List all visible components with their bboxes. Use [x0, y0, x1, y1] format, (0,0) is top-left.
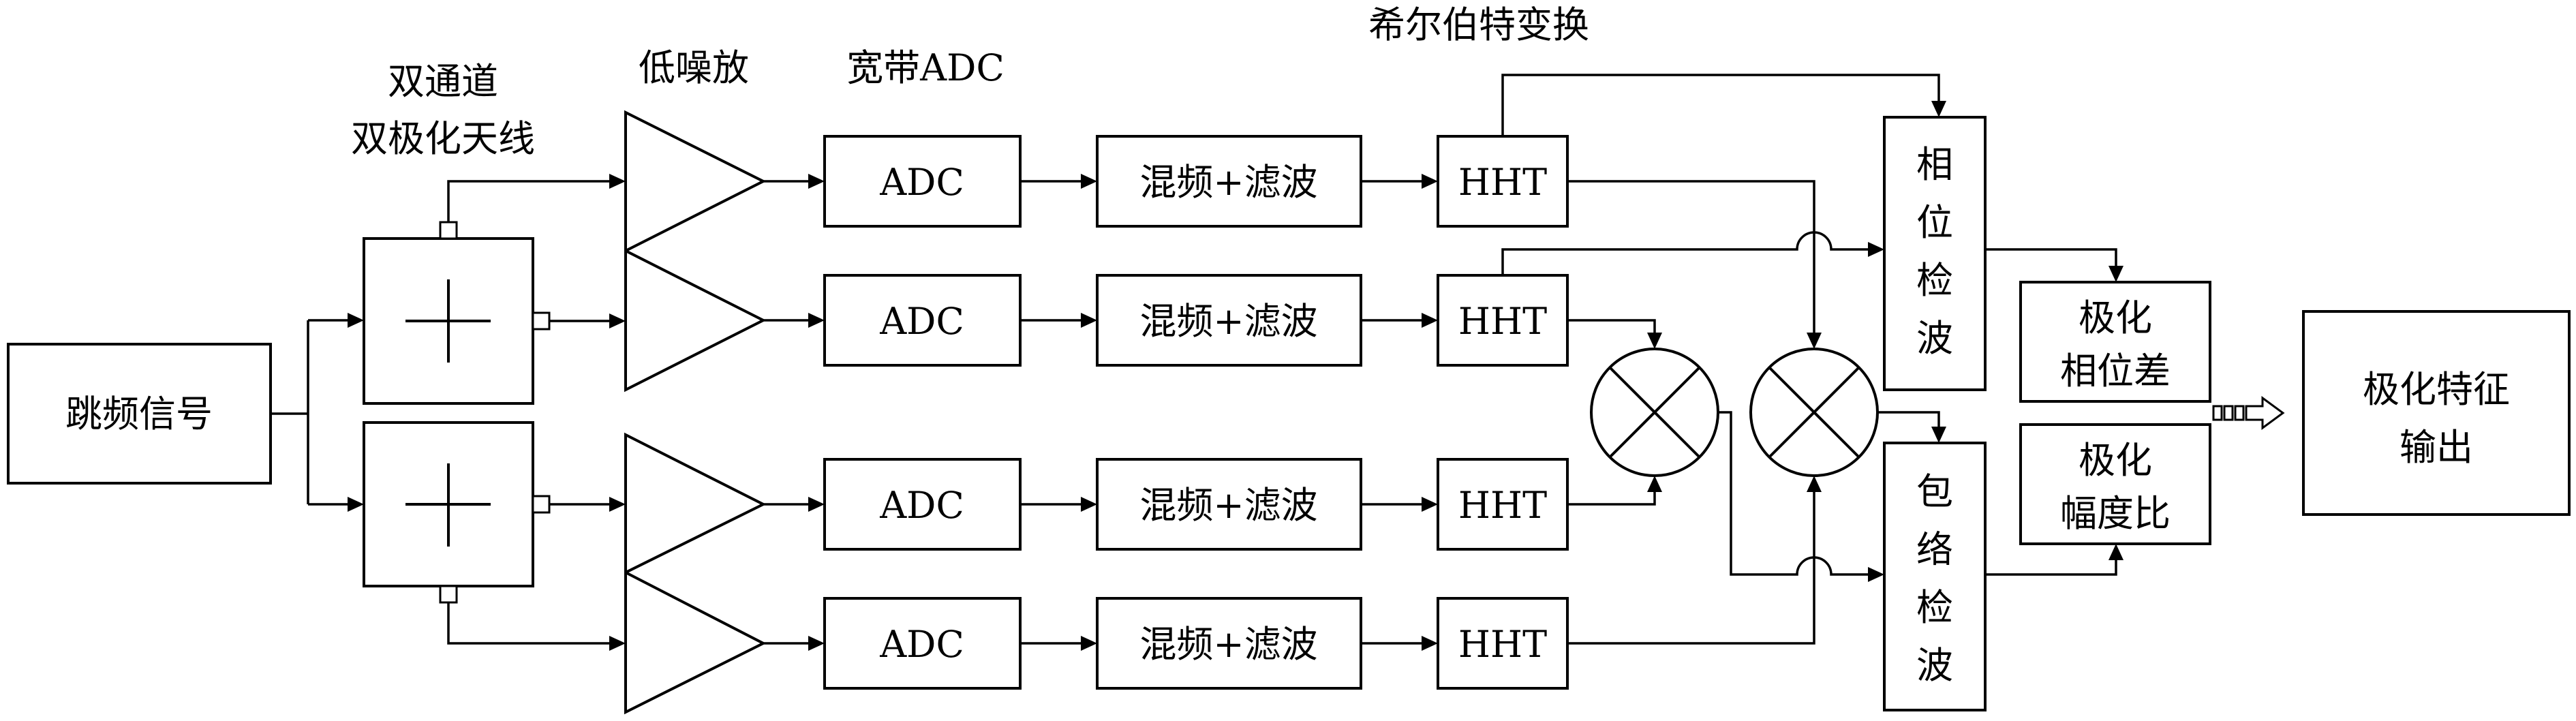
mix-filter-3: 混频+滤波: [1096, 458, 1362, 551]
phase-diff-line2: 相位差: [2060, 350, 2171, 393]
adc-2-label: ADC: [879, 300, 964, 343]
mix-filter-3-label: 混频+滤波: [1139, 484, 1317, 527]
multiplier-1: [1590, 348, 1719, 477]
envelope-detect-char-2: 络: [1916, 528, 1953, 571]
lna-3: [624, 432, 767, 575]
phase-detect-char-1: 相: [1916, 143, 1953, 186]
envelope-detect-char-3: 检: [1916, 586, 1953, 629]
envelope-detect-char-4: 波: [1916, 644, 1953, 687]
adc-1: ADC: [823, 135, 1022, 228]
mix-filter-1-label: 混频+滤波: [1139, 161, 1317, 204]
adc-4: ADC: [823, 597, 1022, 690]
phase-detector: 相 位 检 波: [1883, 116, 1987, 391]
lna-4: [624, 570, 767, 715]
phase-detect-char-2: 位: [1916, 201, 1953, 244]
phase-diff-line1: 极化: [2079, 296, 2152, 339]
output-line1: 极化特征: [2363, 368, 2510, 411]
adc-1-label: ADC: [879, 161, 964, 204]
lna-1: [624, 110, 767, 254]
multiplier-2: [1749, 348, 1879, 477]
envelope-detector: 包 络 检 波: [1883, 442, 1987, 711]
output-line2: 输出: [2399, 426, 2473, 469]
bus-arrow: [2212, 396, 2285, 430]
adc-4-label: ADC: [879, 623, 964, 666]
adc-3-label: ADC: [879, 484, 964, 527]
feature-output-block: 极化特征 输出: [2302, 310, 2571, 516]
hopping-signal-label: 跳频信号: [65, 393, 213, 435]
amp-ratio-line1: 极化: [2079, 439, 2152, 482]
envelope-detect-char-1: 包: [1916, 470, 1953, 513]
polarization-amp-ratio-block: 极化 幅度比: [2019, 423, 2211, 545]
adc-title: 宽带ADC: [846, 46, 1005, 89]
amp-ratio-line2: 幅度比: [2060, 492, 2171, 535]
hht-title: 希尔伯特变换: [1368, 3, 1589, 46]
antenna-2: [363, 421, 551, 604]
mix-filter-2: 混频+滤波: [1096, 274, 1362, 367]
hht-1-label: HHT: [1458, 161, 1547, 204]
lna-title: 低噪放: [639, 46, 749, 89]
hht-4: HHT: [1437, 597, 1569, 690]
phase-detect-char-3: 检: [1916, 259, 1953, 302]
adc-3: ADC: [823, 458, 1022, 551]
hht-1: HHT: [1437, 135, 1569, 228]
mix-filter-2-label: 混频+滤波: [1139, 300, 1317, 343]
antenna-title-line1: 双通道: [388, 60, 498, 103]
mix-filter-1: 混频+滤波: [1096, 135, 1362, 228]
hopping-signal-block: 跳频信号: [7, 343, 272, 485]
hht-4-label: HHT: [1458, 623, 1547, 666]
adc-2: ADC: [823, 274, 1022, 367]
phase-detect-char-4: 波: [1916, 317, 1953, 360]
lna-2: [624, 248, 767, 393]
hht-2-label: HHT: [1458, 300, 1547, 343]
antenna-1: [363, 221, 551, 405]
hht-3: HHT: [1437, 458, 1569, 551]
hht-3-label: HHT: [1458, 484, 1547, 527]
polarization-phase-diff-block: 极化 相位差: [2019, 281, 2211, 403]
hht-2: HHT: [1437, 274, 1569, 367]
mix-filter-4-label: 混频+滤波: [1139, 623, 1317, 666]
antenna-title-line2: 双极化天线: [351, 117, 535, 160]
mix-filter-4: 混频+滤波: [1096, 597, 1362, 690]
